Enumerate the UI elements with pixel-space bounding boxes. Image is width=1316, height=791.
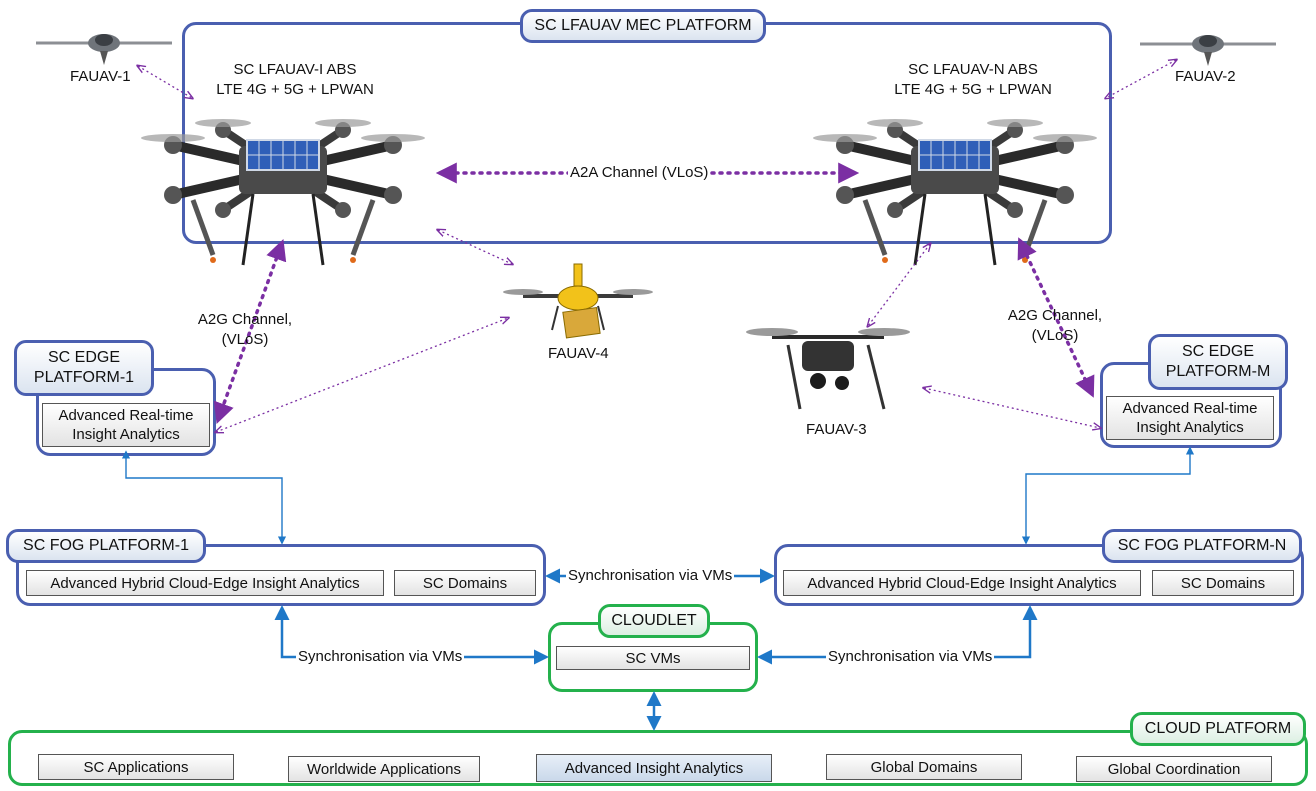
- cloud-item-advanced-insight-analytics: Advanced Insight Analytics: [536, 754, 772, 782]
- cloud-item-worldwide-applications: Worldwide Applications: [288, 756, 480, 782]
- fauav-1-label: FAUAV-1: [70, 68, 131, 85]
- edge-m-to-fauav-3-link: [924, 388, 1100, 428]
- edge-platform-1-title: SC EDGE PLATFORM-1: [14, 340, 154, 396]
- fog-n-domains-label: SC Domains: [1152, 570, 1294, 596]
- fauav-4-label: FAUAV-4: [548, 345, 609, 362]
- a2a-channel-label: A2A Channel (VLoS): [568, 163, 711, 183]
- mec-to-fauav-4-link: [438, 230, 512, 264]
- cloud-item-global-coordination: Global Coordination: [1076, 756, 1272, 782]
- fauav-3-label: FAUAV-3: [806, 421, 867, 438]
- cloud-platform-title: CLOUD PLATFORM: [1130, 712, 1306, 746]
- cloudlet-to-fog-n-sync-label: Synchronisation via VMs: [826, 647, 995, 667]
- edge-platform-m-title: SC EDGE PLATFORM-M: [1148, 334, 1288, 390]
- cloudlet-vms-label: SC VMs: [556, 646, 750, 670]
- cloud-item-global-domains: Global Domains: [826, 754, 1022, 780]
- edge-1-analytics-label: Advanced Real-time Insight Analytics: [42, 403, 210, 447]
- lfauav-i-abs-label: SC LFAUAV-I ABS LTE 4G + 5G + LPWAN: [216, 61, 374, 98]
- fauav-3-quadcopter-icon: [746, 328, 910, 410]
- fauav-2-link: [1106, 60, 1176, 98]
- lfauav-n-abs-drone: [813, 119, 1097, 265]
- mec-platform-title: SC LFAUAV MEC PLATFORM: [520, 9, 766, 43]
- fauav-1-link: [138, 66, 192, 98]
- mec-to-fauav-3-link: [868, 244, 930, 326]
- lfauav-n-abs-label: SC LFAUAV-N ABS LTE 4G + 5G + LPWAN: [894, 61, 1052, 98]
- fauav-2-label: FAUAV-2: [1175, 68, 1236, 85]
- fauav-2-plane-icon: [1138, 33, 1278, 68]
- a2g-left-label: A2G Channel, (VLoS): [197, 311, 293, 348]
- a2g-right-label: A2G Channel, (VLoS): [1007, 307, 1103, 344]
- fog-1-domains-label: SC Domains: [394, 570, 536, 596]
- fauav-1-plane-icon: [34, 32, 174, 67]
- edge-m-to-fog-n-link: [1021, 446, 1195, 545]
- fog-n-analytics-label: Advanced Hybrid Cloud-Edge Insight Analy…: [783, 570, 1141, 596]
- edge-m-analytics-label: Advanced Real-time Insight Analytics: [1106, 396, 1274, 440]
- cloud-item-sc-applications: SC Applications: [38, 754, 234, 780]
- a2g-left-link: [213, 239, 287, 424]
- fauav-4-delivery-drone-icon: [503, 263, 653, 339]
- fog-1-analytics-label: Advanced Hybrid Cloud-Edge Insight Analy…: [26, 570, 384, 596]
- fog-to-fog-sync-label: Synchronisation via VMs: [566, 566, 735, 586]
- fog-1-to-cloudlet-sync-label: Synchronisation via VMs: [296, 647, 465, 667]
- edge-1-to-fog-1-link: [121, 450, 287, 545]
- cloudlet-title: CLOUDLET: [598, 604, 710, 638]
- edge-1-to-fauav-4-link: [216, 318, 508, 432]
